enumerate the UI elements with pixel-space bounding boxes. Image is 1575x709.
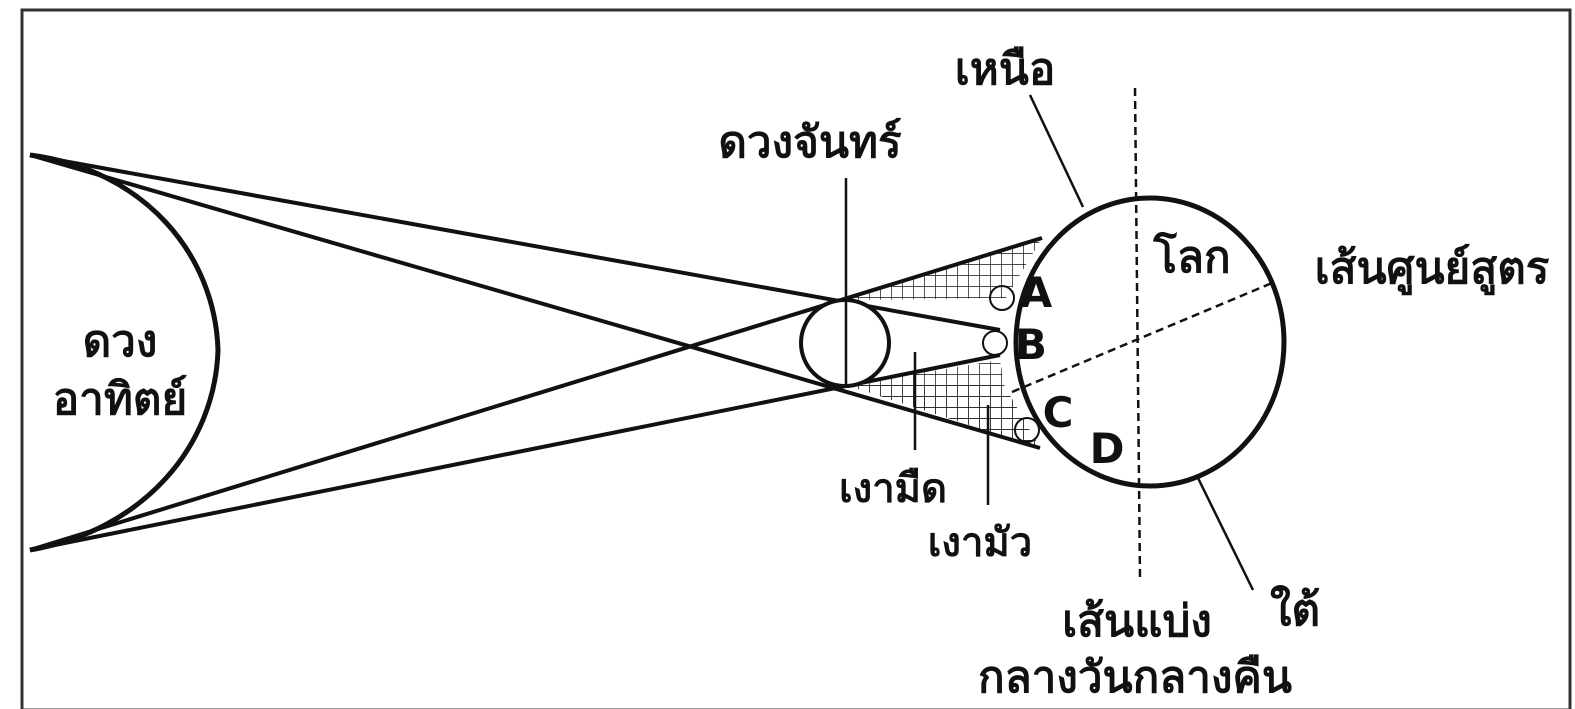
south-pointer-line [1196,477,1255,591]
terminator-label-line1: เส้นแบ่ง [1062,596,1212,647]
diagram-frame [20,8,1572,709]
north-pointer-line [1028,94,1085,208]
equator-line [1011,281,1273,394]
umbra-label: เงามืด [839,466,947,512]
earth-shape [1013,195,1287,489]
south-label: ใต้ [1270,584,1320,636]
earth-label: โลก [1152,230,1230,283]
north-label: เหนือ [955,44,1056,95]
moon-label: ดวงจันทร์ [718,117,902,168]
point-a-label: A [1020,268,1053,317]
sun-label-line1: ดวง [83,316,158,367]
terminator-label-line2: กลางวันกลางคืน [978,652,1292,703]
point-c-label: C [1043,388,1074,437]
point-b-label: B [1015,320,1047,369]
point-a-marker [989,285,1015,311]
point-b-marker [982,330,1008,356]
terminator-line [1133,87,1142,579]
penumbra-label: เงามัว [928,520,1033,566]
sun-shape [29,152,221,553]
sun-label-line2: อาทิตย์ [53,374,188,425]
point-d-label: D [1090,424,1125,473]
point-c-marker [1014,417,1040,443]
equator-label: เส้นศูนย์สูตร [1315,243,1550,295]
